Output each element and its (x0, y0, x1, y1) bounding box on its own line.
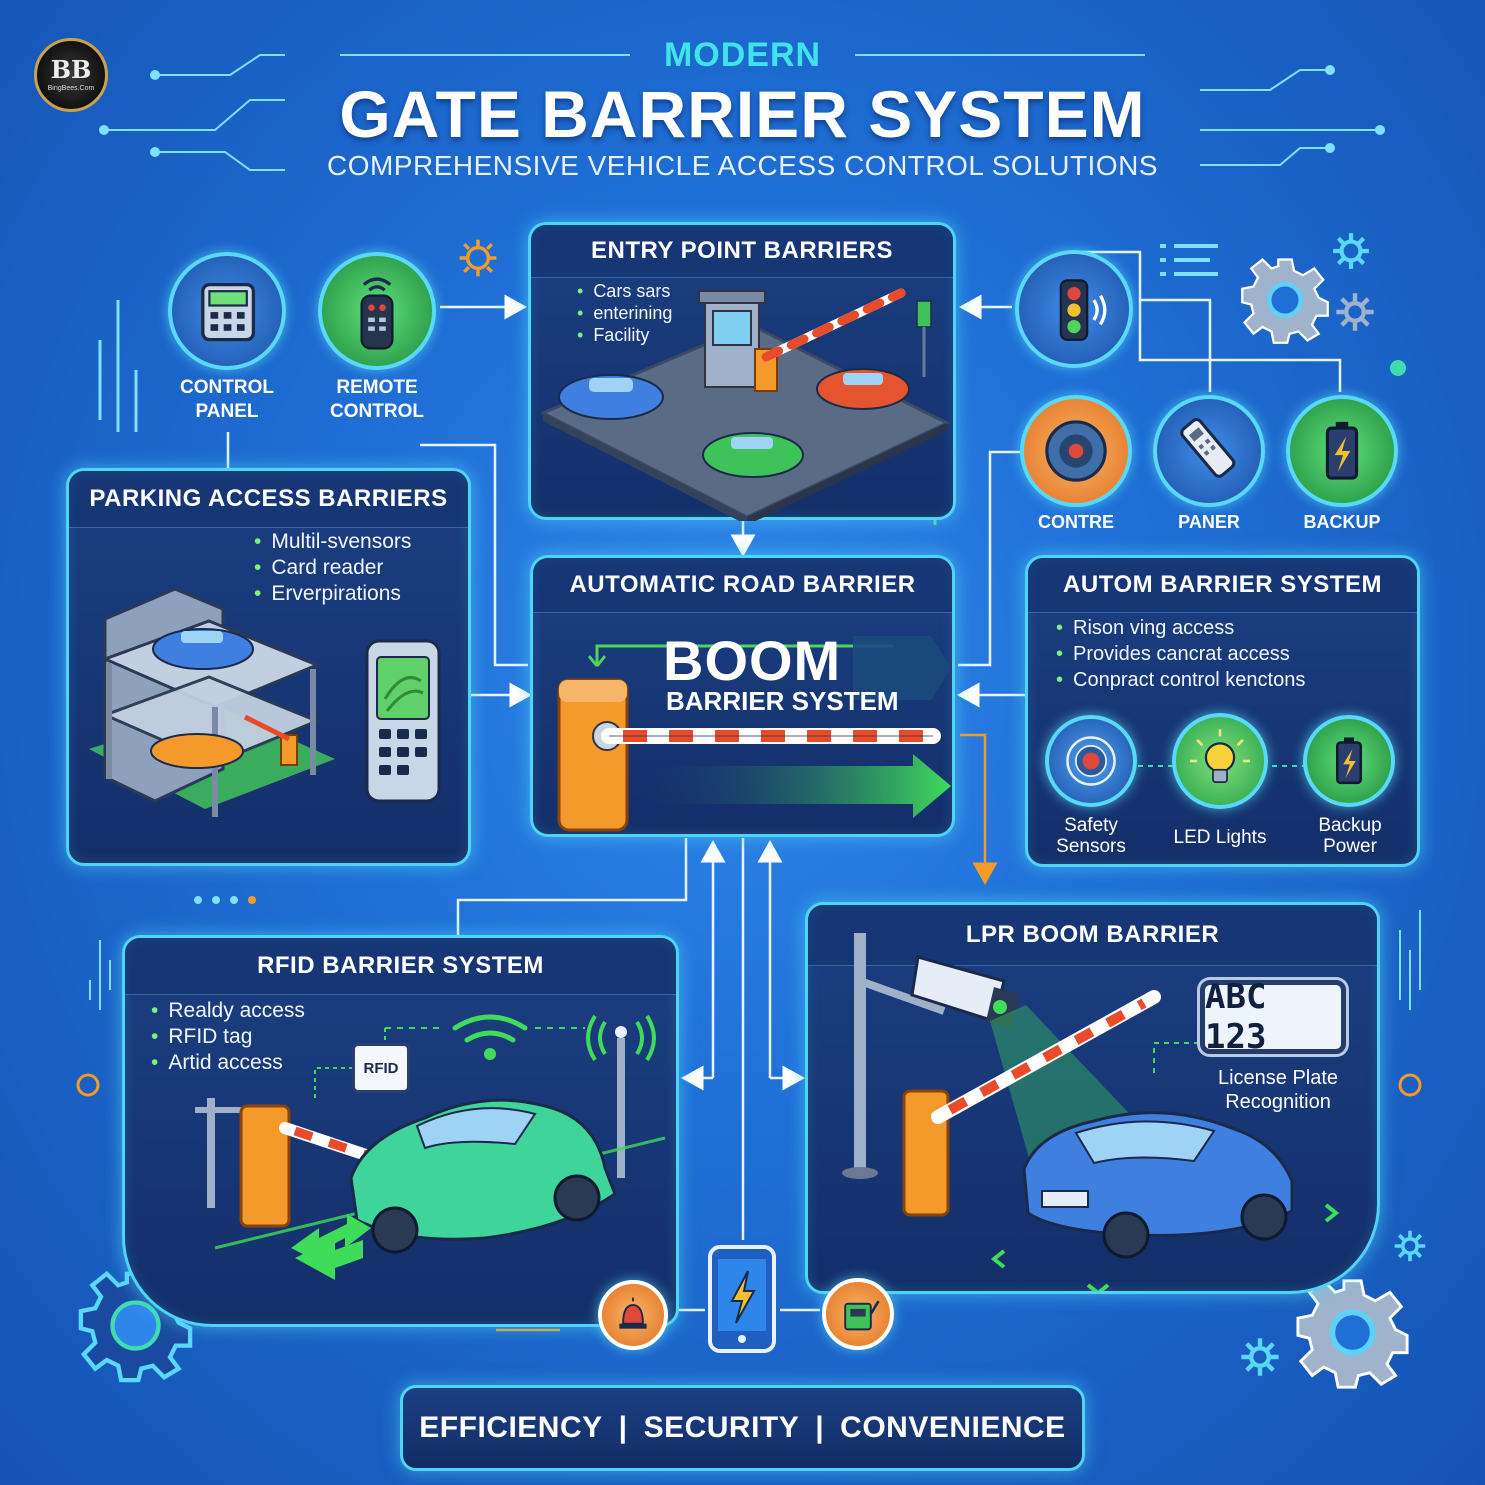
lpr-panel: LPR BOOM BARRIER (805, 902, 1380, 1294)
footer-separator: | (618, 1411, 628, 1444)
boom-barrier-illustration (557, 636, 951, 832)
page-subtitle: COMPREHENSIVE VEHICLE ACCESS CONTROL SOL… (326, 150, 1159, 181)
entry-point-panel: ENTRY POINT BARRIERS Cars sars enterinin… (528, 222, 956, 521)
footer-security: SECURITY (643, 1411, 800, 1444)
parking-panel: PARKING ACCESS BARRIERS Multil-svensors … (66, 468, 471, 866)
backup-power-icon (1303, 715, 1395, 807)
parking-garage-illustration (89, 589, 441, 817)
led-light-icon (1172, 713, 1268, 809)
battery-icon (1286, 395, 1398, 507)
license-plate: ABC 123 (1200, 977, 1346, 1057)
boom-subheading: BARRIER SYSTEM (666, 686, 899, 716)
sensor-icon (1020, 395, 1132, 507)
entry-point-bullets: Cars sars enterining Facility (577, 280, 672, 346)
boom-barrier-panel: AUTOMATIC ROAD BARRIER BOOM BARRIER SYST… (530, 555, 955, 837)
contre-label: CONTRE (1038, 512, 1114, 532)
rfid-bullets: Realdy access RFID tag Artid access (151, 998, 305, 1076)
safety-sensor-icon (1045, 715, 1137, 807)
gear-icon (1333, 233, 1369, 269)
list-icon (1160, 244, 1218, 276)
remote-control-icon (318, 252, 436, 370)
gear-icon (1241, 1338, 1279, 1376)
parking-title: PARKING ACCESS BARRIERS (69, 471, 468, 528)
gear-icon (1296, 1278, 1409, 1389)
boom-barrier-title: AUTOMATIC ROAD BARRIER (533, 558, 952, 613)
traffic-light-icon (1015, 250, 1133, 368)
lpr-scene-illustration (842, 933, 1340, 1291)
control-panel-icon (168, 252, 286, 370)
smartphone-icon (708, 1245, 776, 1353)
alarm-icon (598, 1280, 668, 1350)
lpr-title: LPR BOOM BARRIER (808, 905, 1377, 966)
paner-label: PANER (1178, 512, 1240, 532)
footer-efficiency: EFFICIENCY (419, 1411, 603, 1444)
entry-scene-illustration (541, 288, 951, 521)
boom-heading: BOOM (663, 629, 842, 692)
card-reader-icon (1153, 395, 1265, 507)
gear-icon (459, 239, 497, 277)
backup-label: BACKUP (1303, 512, 1381, 532)
rfid-title: RFID BARRIER SYSTEM (125, 938, 676, 995)
rfid-tag: RFID (352, 1043, 410, 1093)
rfid-panel: RFID BARRIER SYSTEM Realdy access RFID t… (122, 935, 679, 1327)
gear-icon (1336, 293, 1374, 331)
gear-icon (1394, 1230, 1426, 1262)
double-arrow-icon (291, 1214, 371, 1262)
brand-logo: BB BingBees.Com (34, 38, 108, 112)
autom-bullets: Rison ving access Provides cancrat acces… (1056, 615, 1305, 693)
led-lights-label: LED Lights (1173, 827, 1267, 848)
autom-barrier-title: AUTOM BARRIER SYSTEM (1028, 558, 1417, 613)
header-kicker: MODERN (663, 36, 822, 74)
entry-point-title: ENTRY POINT BARRIERS (531, 225, 953, 278)
page-title: GATE BARRIER SYSTEM (339, 77, 1146, 151)
gate-machine-icon (822, 1278, 894, 1350)
footer-convenience: CONVENIENCE (840, 1411, 1066, 1444)
footer-banner: EFFICIENCY | SECURITY | CONVENIENCE (400, 1385, 1085, 1471)
parking-bullets: Multil-svensors Card reader Erverpiratio… (254, 529, 411, 607)
rfid-scene-illustration (195, 1014, 666, 1280)
autom-barrier-panel: AUTOM BARRIER SYSTEM Rison ving access P… (1025, 555, 1420, 867)
logo-monogram: BB (50, 55, 92, 84)
gear-icon (1241, 257, 1329, 344)
footer-separator: | (815, 1411, 825, 1444)
logo-site: BingBees.Com (47, 85, 95, 92)
